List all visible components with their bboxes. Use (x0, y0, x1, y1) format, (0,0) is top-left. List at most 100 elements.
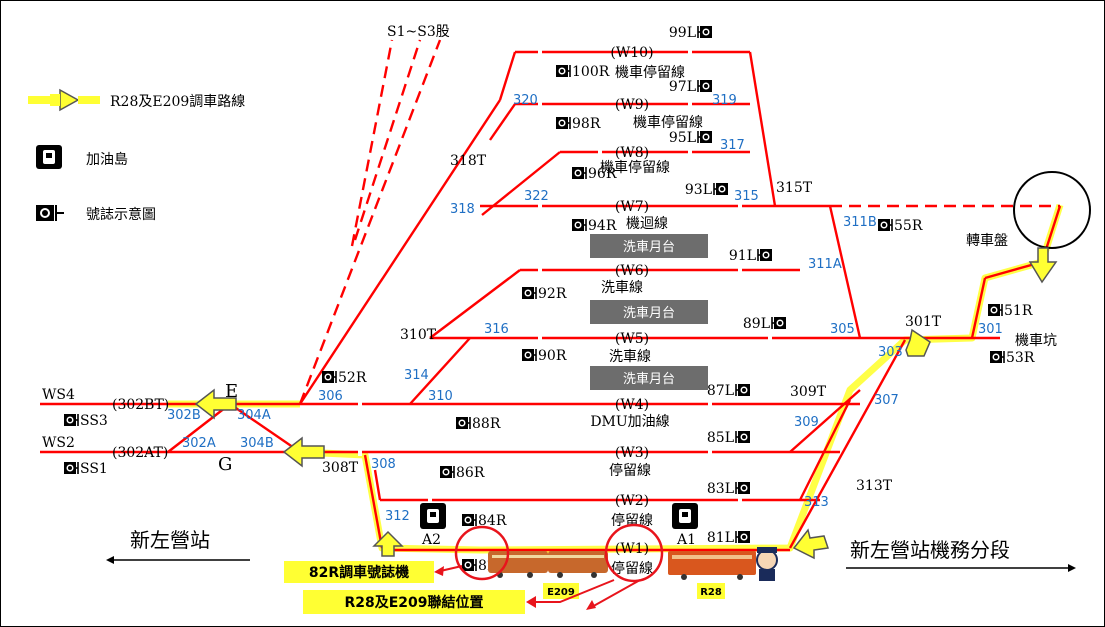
tag-302AT: (302AT) (112, 445, 168, 461)
callout-coupling: R28及E209聯結位置 (303, 579, 641, 614)
tag-labels: 318T 315T 310T 301T 309T 308T 313T WS4 W… (42, 24, 1057, 548)
signal-label-99L: 99L (669, 25, 696, 41)
driver-figure (756, 547, 778, 581)
switch-304A: 304A (237, 408, 271, 423)
signal-83L: 83L (707, 481, 750, 497)
switch-302A: 302A (182, 436, 216, 451)
switch-313: 313 (804, 495, 829, 510)
signal-87L: 87L (707, 383, 750, 399)
tag-301T: 301T (905, 314, 942, 330)
switch-308: 308 (371, 457, 396, 472)
station-right-name: 新左營站機務分段 (850, 538, 1010, 562)
switch-315: 315 (734, 189, 759, 204)
pit-label: 機車坑 (1015, 332, 1057, 349)
switch-312: 312 (385, 509, 410, 524)
signal-100R: 100R (556, 64, 610, 80)
track-id-w2: (W2) (615, 493, 649, 509)
callout-coupling-text: R28及E209聯結位置 (344, 594, 483, 611)
signal-label-96R: 96R (588, 166, 617, 182)
signal-label-95L: 95L (669, 130, 696, 146)
s1-s3-label: S1~S3股 (387, 24, 450, 40)
track-name-w1: 停留線 (611, 560, 653, 577)
signal-95L: 95L (669, 130, 712, 146)
track-id-w5: (W5) (615, 331, 649, 347)
track-id-w9: (W9) (615, 97, 649, 113)
signal-51R: 51R (988, 303, 1033, 319)
switch-316: 316 (484, 322, 509, 337)
track-name-w5: 洗車線 (609, 348, 651, 365)
station-left-name: 新左營站 (130, 528, 210, 552)
platform-label-1: 洗車月台 (623, 240, 675, 255)
signal-55R: 55R (878, 218, 923, 234)
turntable-circle (1013, 171, 1091, 249)
switch-310: 310 (428, 389, 453, 404)
track-name-w2: 停留線 (611, 512, 653, 529)
loco-label-r28: R28 (700, 587, 722, 598)
switch-311A: 311A (808, 257, 842, 272)
signal-label-100R: 100R (572, 64, 610, 80)
tag-309T: 309T (790, 384, 827, 400)
signal-85L: 85L (707, 430, 750, 446)
signal-90R: 90R (522, 348, 567, 364)
switch-304B: 304B (240, 436, 274, 451)
signal-53R: 53R (990, 350, 1035, 366)
signal-label-93L: 93L (685, 182, 712, 198)
track-id-w10: (W10) (610, 45, 653, 61)
track-labels: (W10) 機車停留線 (W9) 機車停留線 (W8) 機車停留線 (W7) 機… (590, 45, 703, 577)
signal-label-97L: 97L (669, 79, 696, 95)
legend: R28及E209調車路線 加油島 號誌示意圖 (28, 88, 245, 223)
fuel-icon-a2 (420, 503, 446, 529)
legend-fuel-label: 加油島 (86, 152, 128, 168)
loco-label-e209: E209 (547, 587, 575, 598)
signal-92R: 92R (522, 286, 567, 302)
signal-84R: 84R (462, 513, 507, 529)
signal-label-81L: 81L (707, 530, 734, 546)
legend-signal-label: 號誌示意圖 (86, 206, 156, 223)
tag-318T: 318T (450, 153, 487, 169)
turntable-label: 轉車盤 (966, 232, 1008, 249)
tag-ws2: WS2 (42, 435, 75, 451)
track-name-w9: 機車停留線 (633, 114, 703, 131)
switch-314: 314 (404, 368, 429, 383)
track-id-w4: (W4) (615, 397, 649, 413)
tracks (40, 39, 1062, 552)
track-id-w8: (W8) (615, 145, 649, 161)
signal-label-91L: 91L (729, 248, 756, 264)
switch-302B: 302B (167, 408, 201, 423)
signal-label-89L: 89L (743, 316, 770, 332)
track-id-w7: (W7) (615, 199, 649, 215)
track-gaps (358, 48, 772, 504)
tag-ws4: WS4 (42, 387, 75, 403)
switch-317: 317 (720, 138, 745, 153)
track-name-w7: 機迴線 (626, 216, 668, 232)
highlight-coupling (604, 523, 664, 583)
signal-97L: 97L (669, 79, 712, 95)
switch-319: 319 (712, 93, 737, 108)
route-arrows (194, 247, 1058, 560)
switch-318: 318 (450, 202, 475, 217)
highlight-82R (454, 525, 510, 581)
platform-label-2: 洗車月台 (623, 306, 675, 321)
signal-SS3: SS3 (64, 413, 108, 429)
signal-label-92R: 92R (538, 286, 567, 302)
signal-label-98R: 98R (572, 116, 601, 132)
switch-309: 309 (794, 415, 819, 430)
switch-307: 307 (874, 393, 899, 408)
track-name-w8: 機車停留線 (600, 159, 670, 176)
callout-82R: 82R調車號誌機 (284, 561, 463, 583)
tag-302BT: (302BT) (112, 397, 169, 413)
fuel-icon-a1 (672, 503, 698, 529)
signal-99L: 99L (669, 25, 712, 41)
track-name-w10: 機車停留線 (615, 64, 685, 81)
tag-315T: 315T (776, 180, 813, 196)
tag-308T: 308T (322, 460, 359, 476)
track-id-w6: (W6) (615, 263, 649, 279)
signal-86R: 86R (440, 465, 485, 481)
switch-322: 322 (524, 189, 549, 204)
signal-label-51R: 51R (1004, 303, 1033, 319)
wash-platforms: 洗車月台 洗車月台 洗車月台 (590, 234, 708, 390)
signal-96R: 96R (572, 166, 617, 182)
switch-305: 305 (830, 322, 855, 337)
